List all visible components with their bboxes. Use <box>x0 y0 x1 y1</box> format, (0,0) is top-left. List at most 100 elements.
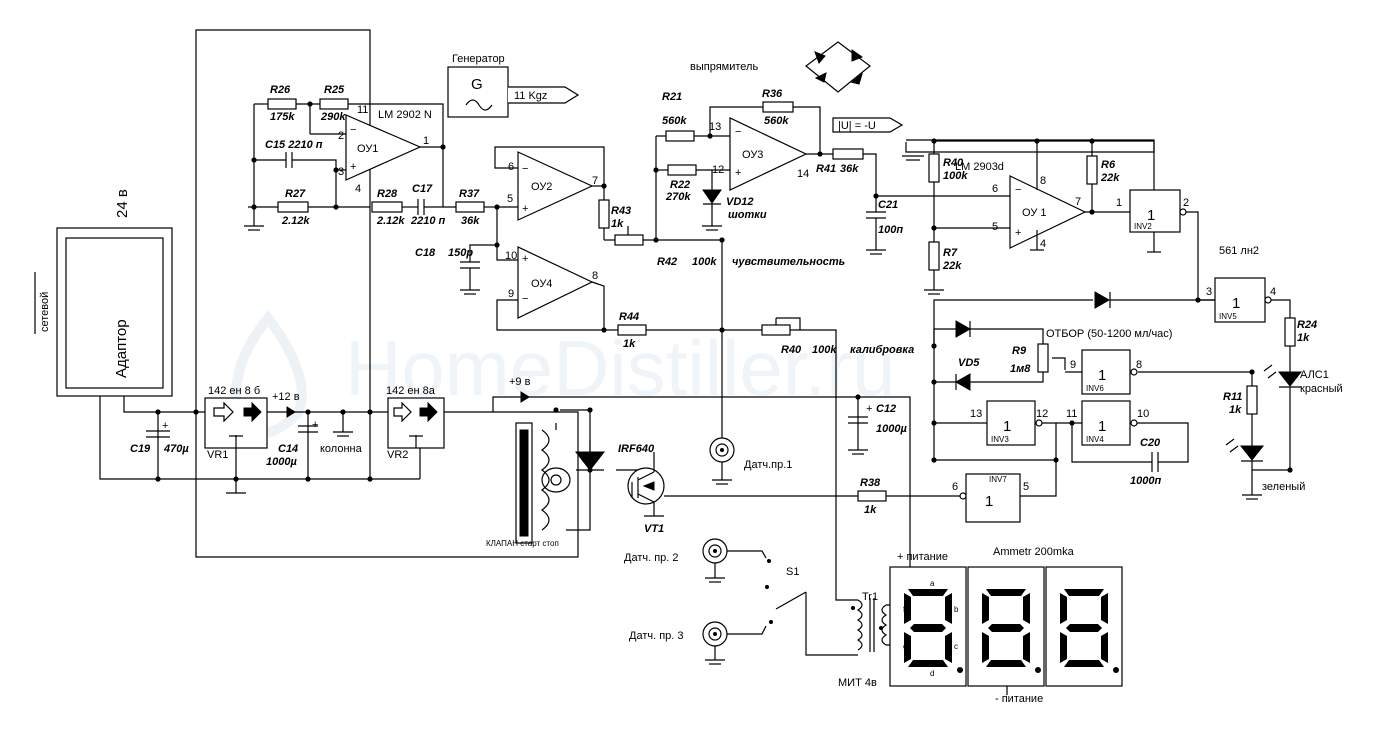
svg-text:C14: C14 <box>278 443 298 455</box>
display-segment <box>982 632 989 663</box>
svg-text:22k: 22k <box>942 260 962 272</box>
svg-text:2.12k: 2.12k <box>281 215 310 227</box>
svg-text:R24: R24 <box>1297 319 1317 331</box>
junction-dot <box>931 457 937 463</box>
display-segment <box>945 632 952 663</box>
rectifier-bridge: выпрямитель <box>690 41 871 93</box>
svg-text:Датч. пр. 2: Датч. пр. 2 <box>624 552 679 564</box>
junction-dot <box>653 237 659 243</box>
svg-text:100k: 100k <box>812 344 837 356</box>
svg-text:+: + <box>522 203 528 215</box>
svg-text:c: c <box>954 642 958 651</box>
opamp-oy3 <box>729 117 808 191</box>
svg-text:g: g <box>930 623 934 632</box>
junction-dot <box>251 157 257 163</box>
opamp-oy1 <box>345 114 422 181</box>
svg-text:+: + <box>735 167 741 179</box>
svg-text:−: − <box>1015 184 1021 196</box>
svg-text:R41: R41 <box>816 163 836 175</box>
svg-text:1000µ: 1000µ <box>266 456 297 468</box>
display-segment <box>986 589 1026 596</box>
display-segment <box>986 660 1026 667</box>
power-supply: + C19 470µ 142 ен 8 б VR1 +12 в + C14 10… <box>99 29 911 558</box>
svg-text:36k: 36k <box>461 215 480 227</box>
svg-text:R40: R40 <box>781 344 802 356</box>
junction-dot <box>931 343 937 349</box>
svg-text:10: 10 <box>1137 408 1149 420</box>
valve-and-sensors: R38 R40 100k 100k калибровка Датч.пр.1 К… <box>486 240 960 689</box>
svg-text:1k: 1k <box>864 504 877 516</box>
svg-text:470µ: 470µ <box>163 443 189 455</box>
svg-text:INV7: INV7 <box>989 475 1007 484</box>
svg-text:5: 5 <box>507 193 513 205</box>
junction-dot <box>855 394 861 400</box>
svg-text:ОУ4: ОУ4 <box>531 278 552 290</box>
svg-text:6: 6 <box>508 161 514 173</box>
svg-text:11 Kgz: 11 Kgz <box>514 90 547 102</box>
svg-text:d: d <box>930 669 934 678</box>
svg-text:S1: S1 <box>786 566 799 578</box>
svg-text:1: 1 <box>1116 197 1122 209</box>
svg-text:560k: 560k <box>662 115 687 127</box>
svg-text:VR2: VR2 <box>387 449 408 461</box>
junction-dot <box>601 183 607 189</box>
junction-dot <box>340 409 346 415</box>
svg-text:ОТБОР (50-1200 мл/час): ОТБОР (50-1200 мл/час) <box>1046 328 1172 340</box>
junction-dot <box>931 420 937 426</box>
svg-text:175k: 175k <box>270 111 295 123</box>
junction-dot <box>333 204 339 210</box>
svg-text:1: 1 <box>1003 418 1011 435</box>
junction-dot <box>307 101 313 107</box>
svg-text:- питание: - питание <box>995 693 1043 705</box>
svg-text:АЛС1: АЛС1 <box>1300 369 1329 381</box>
svg-text:КЛАПАН старт стоп: КЛАПАН старт стоп <box>486 539 559 548</box>
svg-text:142 ен 8а: 142 ен 8а <box>386 385 436 397</box>
svg-text:1: 1 <box>1147 207 1155 224</box>
svg-text:150p: 150p <box>448 247 473 259</box>
display-segment <box>1066 624 1102 632</box>
junction-dot <box>553 407 559 413</box>
svg-text:C19: C19 <box>130 443 151 455</box>
svg-text:3: 3 <box>338 166 344 178</box>
inv7-gate <box>965 473 1021 523</box>
svg-text:C21: C21 <box>878 199 898 211</box>
svg-text:R9: R9 <box>1012 345 1027 357</box>
svg-text:1: 1 <box>1232 295 1240 312</box>
display-segment <box>904 593 911 624</box>
decimal-point <box>957 667 963 673</box>
svg-text:G: G <box>471 76 483 93</box>
inv6-gate <box>1081 349 1131 395</box>
svg-text:R25: R25 <box>324 84 345 96</box>
inv3-gate <box>986 400 1036 446</box>
svg-text:−: − <box>350 124 356 136</box>
svg-text:8: 8 <box>1040 175 1046 187</box>
junction-dot <box>305 409 311 415</box>
svg-text:+: + <box>522 253 528 265</box>
svg-text:4: 4 <box>355 183 361 195</box>
svg-text:8: 8 <box>592 270 598 282</box>
junction-dot <box>1034 138 1040 144</box>
junction-dot <box>155 409 161 415</box>
svg-text:561 лн2: 561 лн2 <box>1219 245 1259 257</box>
junction-dot <box>367 409 373 415</box>
svg-text:ОУ1: ОУ1 <box>357 143 378 155</box>
junction-dot <box>1249 369 1255 375</box>
svg-text:колонна: колонна <box>320 443 363 455</box>
display-segment <box>1064 589 1104 596</box>
opamp-oy1-block: − + ОУ1 LM 2902 N 11 2 3 4 1 R26 175k R2… <box>244 84 497 231</box>
svg-text:13: 13 <box>970 408 982 420</box>
svg-text:100k: 100k <box>692 256 717 268</box>
decimal-point <box>1113 667 1119 673</box>
junction-dot <box>873 193 879 199</box>
svg-text:+: + <box>1015 227 1021 239</box>
svg-text:ОУ 1: ОУ 1 <box>1022 207 1046 219</box>
svg-text:R21: R21 <box>662 91 682 103</box>
svg-text:R36: R36 <box>762 88 783 100</box>
inv4-gate <box>1081 400 1131 446</box>
display-segment <box>910 624 946 632</box>
svg-text:11: 11 <box>1066 408 1077 420</box>
generator-g <box>447 66 509 118</box>
svg-text:1000µ: 1000µ <box>876 423 907 435</box>
svg-text:IRF640: IRF640 <box>618 443 655 455</box>
